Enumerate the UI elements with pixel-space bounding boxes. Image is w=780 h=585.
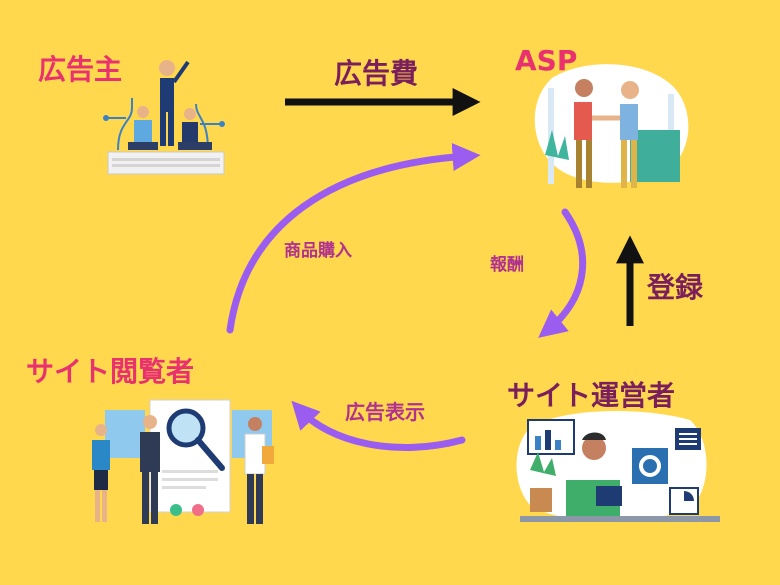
node-label-advertiser: 広告主 <box>38 53 123 86</box>
arrow-ad-display <box>291 400 466 452</box>
node-label-site-operator: サイト運営者 <box>507 379 676 412</box>
edge-label-purchase: 商品購入 <box>284 241 352 261</box>
edge-label-ad-display: 広告表示 <box>345 400 425 424</box>
arrow-purchase <box>226 143 481 334</box>
edge-label-registration: 登録 <box>647 271 704 304</box>
visitor-search-illustration <box>92 399 274 524</box>
operator-laptop-illustration <box>516 410 720 522</box>
arrow-reward <box>538 208 587 338</box>
edge-label-ad-fee: 広告費 <box>334 57 419 90</box>
node-label-site-visitor: サイト閲覧者 <box>26 355 195 388</box>
edge-label-reward: 報酬 <box>490 255 524 275</box>
handshake-illustration <box>534 64 689 188</box>
business-team-illustration <box>103 60 225 175</box>
